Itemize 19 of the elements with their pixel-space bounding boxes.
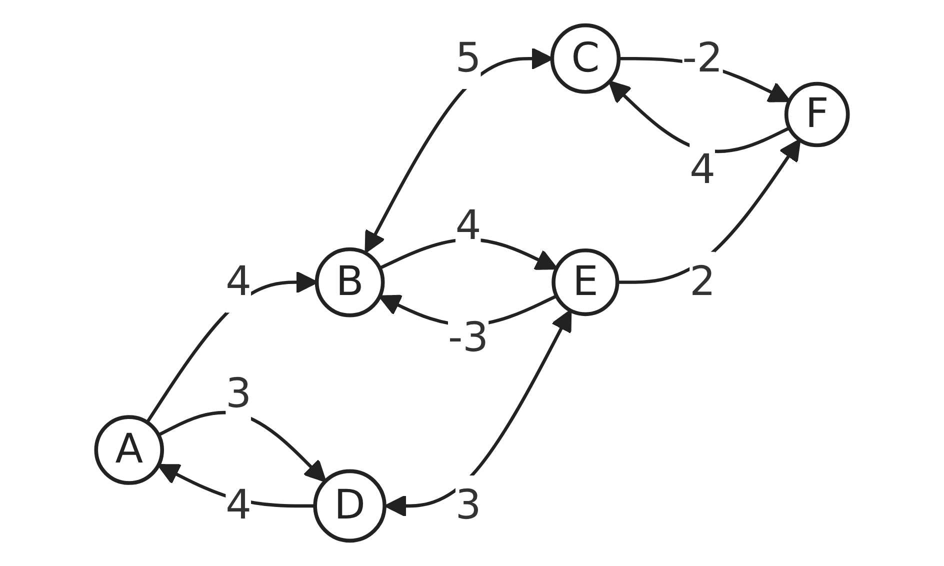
- edge-label: 4: [226, 256, 252, 306]
- node-circle: A: [94, 415, 164, 485]
- edge-label: 2: [690, 256, 716, 306]
- node-circle: B: [314, 247, 385, 318]
- arrow: [617, 138, 801, 284]
- node-circle: D: [313, 469, 386, 543]
- arrow: [608, 80, 790, 154]
- edge-label: 5: [455, 33, 482, 82]
- edge-label: -3: [448, 312, 489, 362]
- edge-label: 4: [690, 145, 716, 194]
- edge-label: 3: [226, 368, 252, 417]
- node-circle: C: [550, 23, 621, 94]
- edge-label: 3: [455, 480, 482, 529]
- node-circle: E: [552, 248, 620, 316]
- edge-label: -2: [682, 33, 723, 82]
- edge-label: 4: [455, 200, 482, 250]
- node-circle: F: [784, 82, 850, 148]
- edge-label: 4: [226, 480, 252, 529]
- arrow: [384, 310, 572, 518]
